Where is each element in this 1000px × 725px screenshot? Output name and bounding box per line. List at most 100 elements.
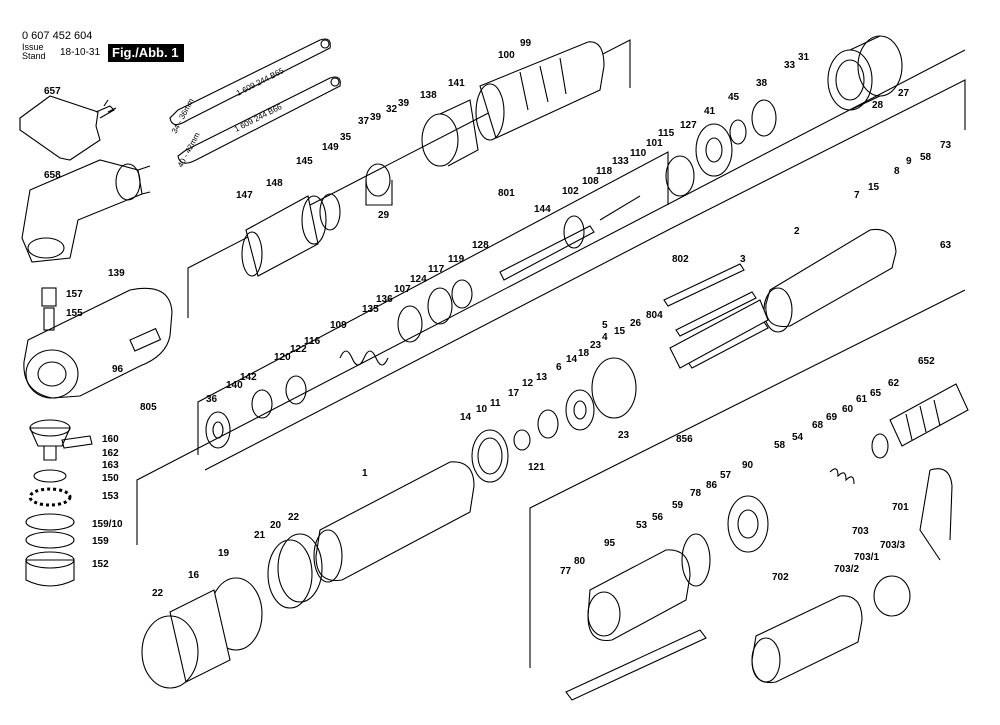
label-4: 4: [602, 332, 608, 343]
label-144: 144: [534, 204, 551, 215]
ring-119: [427, 287, 453, 325]
label-116: 116: [304, 336, 321, 347]
label-65: 65: [870, 388, 882, 399]
label-86: 86: [706, 480, 718, 491]
label-59: 59: [672, 500, 684, 511]
seal-22: [141, 615, 199, 689]
label-652: 652: [918, 356, 935, 367]
pin-157: [41, 287, 57, 307]
label-141: 141: [448, 78, 465, 89]
ring-124: [397, 305, 423, 343]
figure-badge: Fig./Abb. 1: [108, 44, 184, 62]
label-16: 16: [188, 570, 200, 581]
label-17: 17: [508, 388, 520, 399]
pin-155: [43, 307, 55, 331]
lever-77: [565, 629, 707, 701]
ring-45: [729, 119, 747, 145]
bracket-701: [919, 468, 953, 561]
ball-ring-153: [28, 487, 72, 507]
ring-120: [285, 375, 307, 405]
seal-62: [871, 433, 889, 459]
label-702: 702: [772, 572, 789, 583]
spring-109: [339, 350, 389, 366]
spring-69: [829, 468, 855, 485]
label-54: 54: [792, 432, 804, 443]
frame-valve-group: [204, 79, 966, 471]
label-12: 12: [522, 378, 534, 389]
label-3: 3: [740, 254, 746, 265]
frame-housing-group: [136, 49, 966, 545]
label-120: 120: [274, 352, 291, 363]
label-150: 150: [102, 473, 119, 484]
label-149: 149: [322, 142, 339, 153]
label-58-a: 58: [920, 152, 932, 163]
ring-housing-28: [827, 35, 903, 111]
ring-128: [451, 279, 473, 309]
label-127: 127: [680, 120, 697, 131]
bevel-gear: [29, 419, 93, 461]
frame-spindle-group: [187, 39, 631, 318]
label-703-2: 703/2: [834, 564, 859, 575]
label-159: 159: [92, 536, 109, 547]
label-703-3: 703/3: [880, 540, 905, 551]
label-69: 69: [826, 412, 838, 423]
label-77: 77: [560, 566, 572, 577]
label-20: 20: [270, 520, 282, 531]
label-13: 13: [536, 372, 548, 383]
housing-cap-16: [169, 589, 231, 683]
label-14-a: 14: [566, 354, 578, 365]
label-35: 35: [340, 132, 352, 143]
ring-20-21: [267, 533, 323, 609]
label-33: 33: [784, 60, 796, 71]
coupling-702: [751, 595, 863, 684]
label-110: 110: [630, 148, 647, 159]
label-60: 60: [842, 404, 854, 415]
label-138: 138: [420, 90, 437, 101]
shaft-38: [751, 99, 777, 137]
label-148: 148: [266, 178, 283, 189]
label-62: 62: [888, 378, 900, 389]
label-153: 153: [102, 491, 119, 502]
label-117: 117: [428, 264, 445, 275]
motor-cylinder-2: [763, 228, 897, 333]
label-53: 53: [636, 520, 648, 531]
label-14-b: 14: [460, 412, 472, 423]
label-32: 32: [386, 104, 398, 115]
label-7: 7: [854, 190, 860, 201]
label-118: 118: [596, 166, 613, 177]
ring-17: [513, 429, 531, 451]
label-100: 100: [498, 50, 515, 61]
label-90: 90: [742, 460, 754, 471]
ring-13: [537, 409, 559, 439]
label-159-10: 159/10: [92, 519, 123, 530]
label-29: 29: [378, 210, 390, 221]
label-128: 128: [472, 240, 489, 251]
t-handle-key: [19, 95, 117, 161]
air-inlet-652: [889, 383, 969, 447]
label-5: 5: [602, 320, 608, 331]
label-73: 73: [940, 140, 952, 151]
label-1: 1: [362, 468, 368, 479]
label-6: 6: [556, 362, 562, 373]
label-101: 101: [646, 138, 663, 149]
label-18: 18: [578, 348, 590, 359]
label-22-a: 22: [288, 512, 300, 523]
o-ring-150: [33, 469, 67, 483]
label-160: 160: [102, 434, 119, 445]
label-15-b: 15: [614, 326, 626, 337]
label-147: 147: [236, 190, 253, 201]
label-119: 119: [448, 254, 465, 265]
label-80: 80: [574, 556, 586, 567]
bearing-nut-152: [25, 551, 75, 587]
valve-housing-856: [587, 549, 691, 642]
label-15-a: 15: [868, 182, 880, 193]
label-27: 27: [898, 88, 910, 99]
label-23-b: 23: [618, 430, 630, 441]
label-136: 136: [376, 294, 393, 305]
label-19: 19: [218, 548, 230, 559]
label-38: 38: [756, 78, 768, 89]
main-housing-1: [313, 461, 475, 583]
label-804: 804: [646, 310, 663, 321]
